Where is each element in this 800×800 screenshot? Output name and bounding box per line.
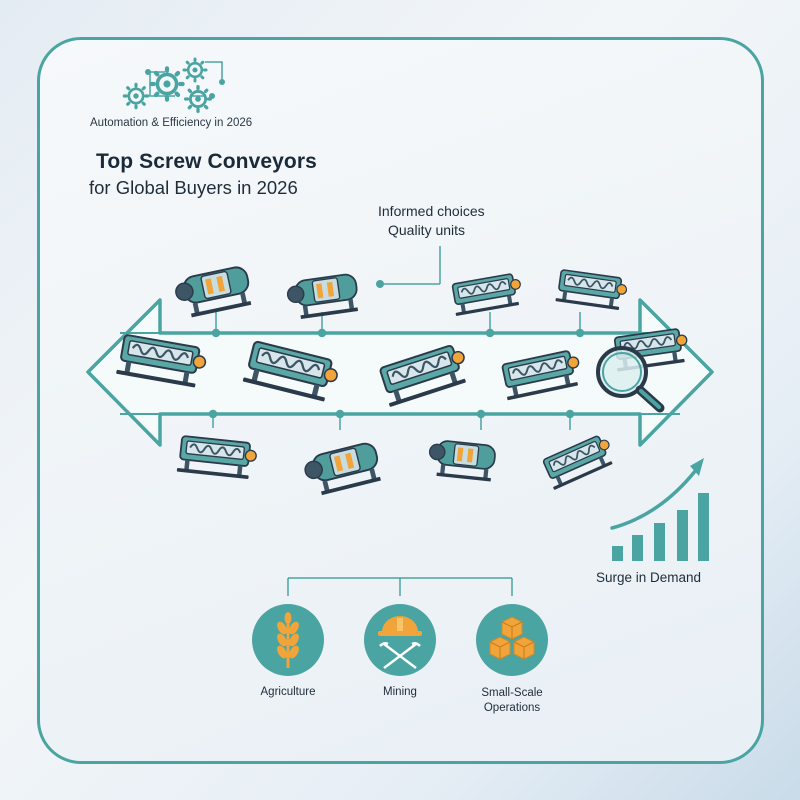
mining-helmet-icon: [364, 604, 436, 676]
gears-logo-icon: [122, 57, 225, 114]
wheat-icon: [252, 604, 324, 676]
category-tree-lines: [287, 577, 513, 596]
conveyor-bot-1-icon: [175, 434, 259, 481]
boxes-icon: [476, 604, 548, 676]
category-label-agriculture: Agriculture: [260, 686, 316, 698]
callout-line-1: Informed choices: [378, 203, 485, 219]
conveyor-top-3-icon: [449, 271, 525, 317]
conveyor-bot-3-icon: [426, 438, 497, 483]
top-connectors: [208, 312, 585, 430]
conveyor-top-1-icon: [172, 264, 255, 321]
magnifier-icon: [596, 346, 665, 413]
callout-line-2: Quality units: [388, 222, 466, 238]
callout-connector: [376, 246, 441, 288]
growth-label: Surge in Demand: [596, 570, 702, 585]
page-title: Top Screw Conveyors: [96, 150, 317, 173]
page-subtitle: for Global Buyers in 2026: [89, 177, 298, 198]
tagline: Automation & Efficiency in 2026: [90, 117, 253, 129]
growth-bars-icon: [610, 458, 709, 561]
conveyor-bot-2-icon: [301, 440, 384, 499]
conveyor-bot-4-icon: [540, 431, 618, 491]
category-label-small-scale: Small-Scale Operations: [481, 687, 543, 714]
category-label-mining: Mining: [383, 686, 417, 698]
conveyor-top-2-icon: [285, 272, 361, 322]
conveyor-top-4-icon: [554, 268, 629, 312]
